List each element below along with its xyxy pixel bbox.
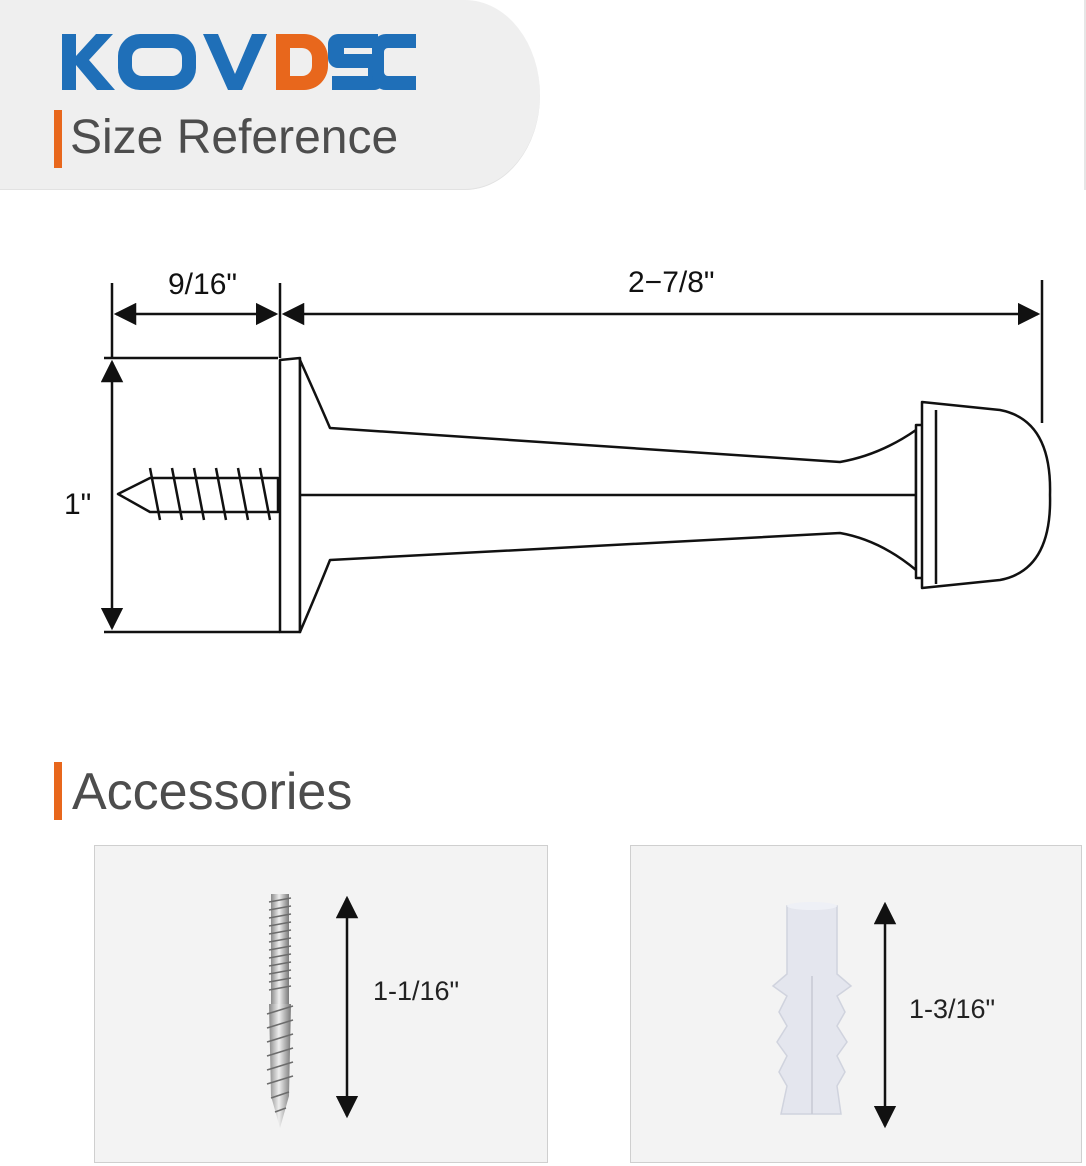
hanger-bolt-length-label: 1-1/16": [373, 976, 460, 1006]
height-label: 1": [64, 488, 92, 521]
header-banner: Size Reference: [0, 0, 540, 190]
flange-depth-label: 9/16": [168, 268, 238, 301]
dimension-lines: [100, 280, 1044, 634]
accessories-heading: Accessories: [72, 763, 353, 821]
size-reference-heading: Size Reference: [70, 111, 399, 164]
wall-anchor-card: 1-3/16": [630, 845, 1082, 1163]
wall-anchor-icon: [771, 901, 897, 1129]
wall-anchor-length-label: 1-3/16": [909, 994, 996, 1024]
brand-logo: [62, 34, 416, 90]
accessories-accent-bar: [54, 762, 62, 820]
door-stop-dimension-diagram: [100, 280, 1052, 634]
overall-length-label: 2−7/8": [628, 266, 715, 299]
hanger-bolt-card: 1-1/16": [94, 845, 548, 1163]
hanger-bolt-icon: [266, 894, 359, 1128]
size-reference-accent-bar: [54, 110, 62, 168]
door-stop-outline: [116, 356, 1052, 634]
frame-edge: [1084, 0, 1086, 190]
